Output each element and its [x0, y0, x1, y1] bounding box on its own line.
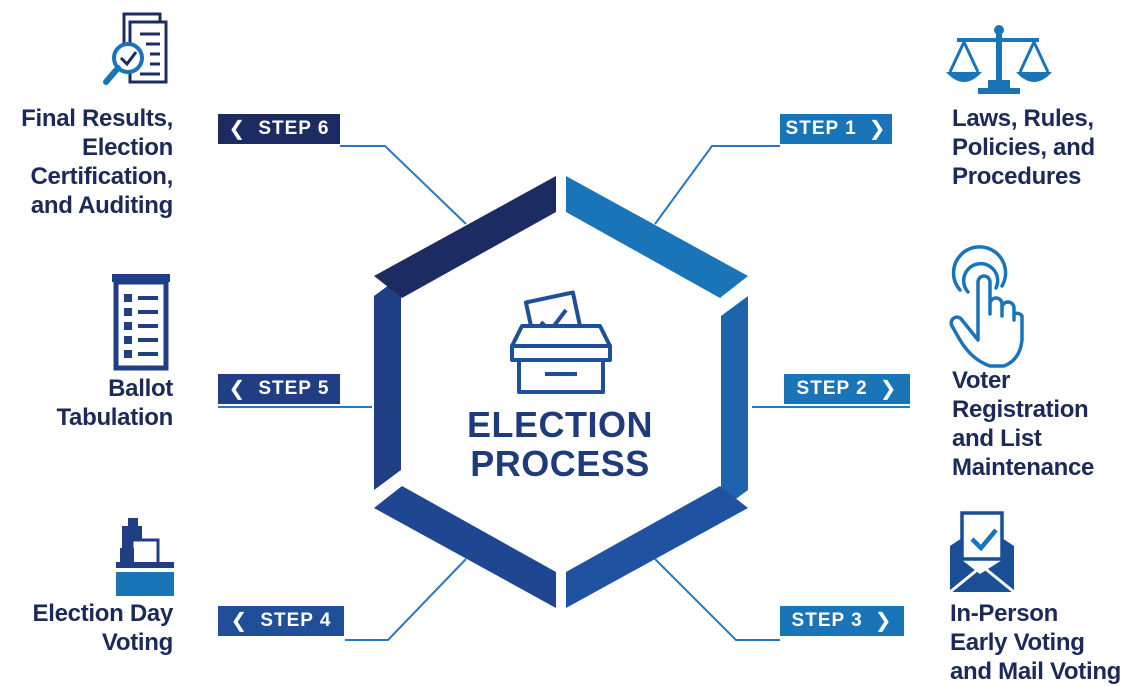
step-1-badge[interactable]: STEP 1 ❯	[780, 114, 892, 144]
chevron-left-icon: ❮	[228, 118, 247, 140]
connector-lines	[218, 145, 910, 641]
chevron-right-icon: ❯	[879, 378, 898, 400]
step-2-badge[interactable]: STEP 2 ❯	[784, 374, 910, 404]
step-3-label: In-Person Early Voting and Mail Voting	[950, 600, 1122, 685]
step-4-badge[interactable]: ❮ STEP 4	[218, 606, 344, 636]
connector-step-6	[340, 145, 467, 225]
step-5-badge-label: STEP 5	[258, 378, 330, 399]
step-4-label: Election Day Voting	[32, 600, 174, 656]
step-5-badge[interactable]: ❮ STEP 5	[218, 374, 340, 404]
connector-step-3	[654, 558, 780, 641]
hexagon-segment-step-1	[566, 176, 748, 298]
step-1-badge-label: STEP 1	[785, 118, 857, 139]
connector-step-1	[654, 145, 780, 225]
hexagon-segment-step-6	[374, 176, 556, 298]
step-2-label: Voter Registration and List Maintenance	[952, 367, 1095, 481]
mail-ballot-icon	[949, 511, 1015, 594]
touch-hand-icon	[949, 245, 1024, 368]
step-1-label: Laws, Rules, Policies, and Procedures	[952, 105, 1095, 190]
step-6-label: Final Results, Election Certification, a…	[21, 105, 173, 219]
hand-ballot-box-icon	[116, 518, 174, 596]
scales-icon	[946, 25, 1052, 94]
hexagon-segment-step-2	[721, 296, 748, 510]
chevron-left-icon: ❮	[230, 610, 249, 632]
hexagon-segment-step-4	[374, 486, 556, 608]
step-3-badge[interactable]: STEP 3 ❯	[780, 606, 904, 636]
chevron-right-icon: ❯	[874, 610, 893, 632]
step-3-badge-label: STEP 3	[791, 610, 863, 631]
ballot-box-icon	[510, 290, 612, 394]
hexagon-segment-step-3	[566, 486, 748, 608]
hexagon-ring	[374, 176, 748, 608]
connector-step-4	[345, 558, 467, 641]
step-5-label: Ballot Tabulation	[56, 375, 173, 431]
ballot-list-icon	[112, 274, 170, 371]
step-6-badge-label: STEP 6	[258, 118, 330, 139]
diagram-center-title: ELECTION PROCESS	[466, 404, 653, 484]
step-6-badge[interactable]: ❮ STEP 6	[218, 114, 340, 144]
step-2-badge-label: STEP 2	[796, 378, 868, 399]
hexagon-segment-step-5	[374, 276, 401, 490]
chevron-left-icon: ❮	[228, 378, 247, 400]
step-4-badge-label: STEP 4	[260, 610, 332, 631]
chevron-right-icon: ❯	[868, 118, 887, 140]
document-magnifier-icon	[103, 12, 168, 85]
